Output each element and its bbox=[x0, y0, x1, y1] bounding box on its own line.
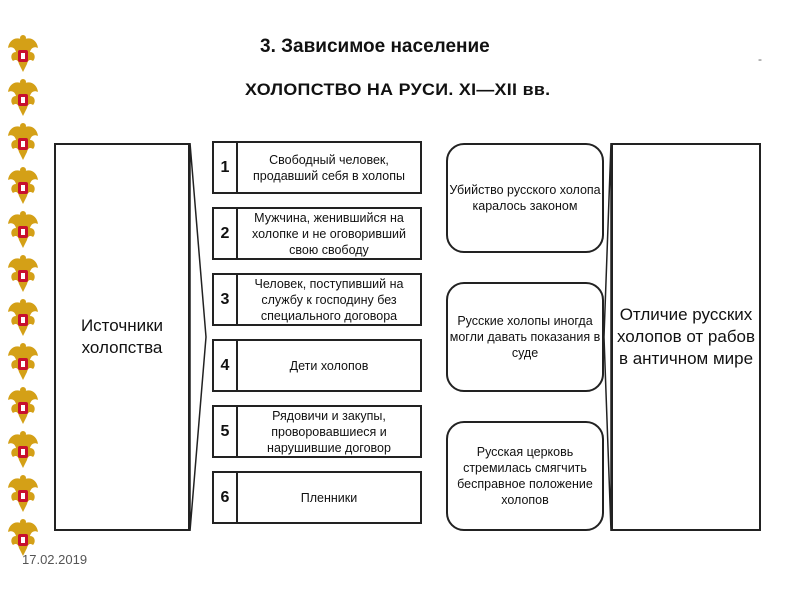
source-item-1: 1 Свободный человек, продавший себя в хо… bbox=[212, 141, 422, 194]
right-arrow-shape bbox=[603, 142, 612, 532]
russian-coat-of-arms-icon bbox=[6, 430, 40, 472]
russian-coat-of-arms-icon bbox=[6, 210, 40, 252]
source-item-3: 3 Человек, поступивший на службу к госпо… bbox=[212, 273, 422, 326]
item-text: Дети холопов bbox=[289, 358, 369, 373]
slide-title: 3. Зависимое население bbox=[260, 36, 490, 57]
russian-coat-of-arms-icon bbox=[6, 122, 40, 164]
slide-date: 17.02.2019 bbox=[22, 552, 88, 567]
difference-oval-1: Убийство русского холопа каралось законо… bbox=[446, 143, 604, 253]
difference-text: Убийство русского холопа каралось законо… bbox=[449, 183, 601, 213]
corner-dash: - bbox=[758, 52, 762, 66]
difference-text: Русская церковь стремилась смягчить бесп… bbox=[457, 445, 593, 507]
source-item-2: 2 Мужчина, женившийся на холопке и не ог… bbox=[212, 207, 422, 260]
russian-coat-of-arms-icon bbox=[6, 298, 40, 340]
sources-label: Источники холопства bbox=[80, 316, 164, 357]
item-text: Рядовичи и закупы, проворовавшиеся и нар… bbox=[267, 408, 391, 455]
item-number: 1 bbox=[214, 143, 238, 192]
source-item-5: 5 Рядовичи и закупы, проворовавшиеся и н… bbox=[212, 405, 422, 458]
diagram-heading: ХОЛОПСТВО НА РУСИ. XI—XII вв. bbox=[245, 80, 551, 99]
source-item-6: 6 Пленники bbox=[212, 471, 422, 524]
difference-oval-2: Русские холопы иногда могли давать показ… bbox=[446, 282, 604, 392]
item-text: Свободный человек, продавший себя в холо… bbox=[253, 152, 405, 183]
russian-coat-of-arms-icon bbox=[6, 342, 40, 384]
russian-coat-of-arms-icon bbox=[6, 474, 40, 516]
item-number: 3 bbox=[214, 275, 238, 324]
russian-coat-of-arms-icon bbox=[6, 518, 40, 560]
item-number: 4 bbox=[214, 341, 238, 390]
item-number: 2 bbox=[214, 209, 238, 258]
item-text: Мужчина, женившийся на холопке и не огов… bbox=[252, 210, 406, 257]
difference-box: Отличие русских холопов от рабов в антич… bbox=[611, 143, 761, 531]
item-text: Пленники bbox=[300, 490, 358, 505]
russian-coat-of-arms-icon bbox=[6, 34, 40, 76]
difference-label: Отличие русских холопов от рабов в антич… bbox=[616, 305, 756, 368]
sources-box: Источники холопства bbox=[54, 143, 190, 531]
difference-oval-3: Русская церковь стремилась смягчить бесп… bbox=[446, 421, 604, 531]
item-text: Человек, поступивший на службу к господи… bbox=[254, 276, 404, 323]
russian-coat-of-arms-icon bbox=[6, 386, 40, 428]
russian-coat-of-arms-icon bbox=[6, 166, 40, 208]
source-item-4: 4 Дети холопов bbox=[212, 339, 422, 392]
left-arrow-shape bbox=[189, 142, 207, 532]
difference-text: Русские холопы иногда могли давать показ… bbox=[449, 314, 601, 360]
russian-coat-of-arms-icon bbox=[6, 78, 40, 120]
item-number: 5 bbox=[214, 407, 238, 456]
item-number: 6 bbox=[214, 473, 238, 522]
russian-coat-of-arms-icon bbox=[6, 254, 40, 296]
emblem-column bbox=[6, 34, 42, 562]
